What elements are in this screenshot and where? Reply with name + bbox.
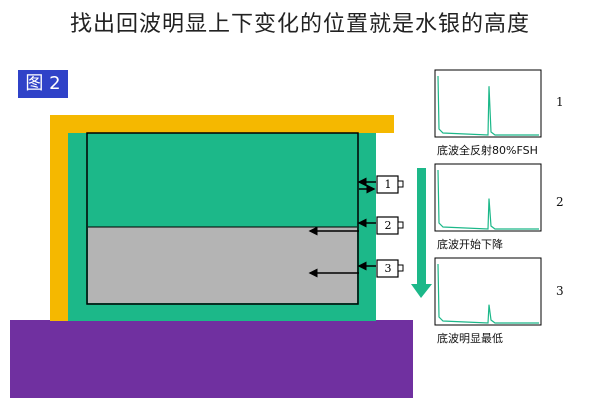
trace-waveform-2 <box>437 169 539 230</box>
trace-waveform-1 <box>437 75 539 136</box>
probe-2-label: 2 <box>384 219 392 232</box>
trace-panel-3 <box>434 257 542 326</box>
probe-2 <box>308 216 404 236</box>
trace-panel-2 <box>434 163 542 232</box>
tank-lid <box>50 115 394 133</box>
probe-3 <box>308 259 404 278</box>
trace-panel-1 <box>434 69 542 138</box>
trace-waveform-3 <box>437 263 539 324</box>
trace-2-number: 2 <box>556 195 564 209</box>
probe-1 <box>357 175 404 194</box>
probe-1-label: 1 <box>384 178 392 191</box>
trace-3-caption: 底波明显最低 <box>437 332 503 345</box>
trace-3-number: 3 <box>556 284 564 298</box>
probe-3-label: 3 <box>384 262 392 275</box>
mercury-level <box>88 227 357 303</box>
scan-direction-arrow <box>411 168 432 298</box>
trace-1-number: 1 <box>556 95 564 109</box>
figure-label: 图 2 <box>18 70 68 98</box>
slide-title: 找出回波明显上下变化的位置就是水银的高度 <box>69 12 530 37</box>
trace-1-caption: 底波全反射80%FSH <box>437 144 538 157</box>
trace-2-caption: 底波开始下降 <box>437 238 503 251</box>
purple-base <box>10 320 413 398</box>
left-yellow-wall <box>50 127 68 321</box>
